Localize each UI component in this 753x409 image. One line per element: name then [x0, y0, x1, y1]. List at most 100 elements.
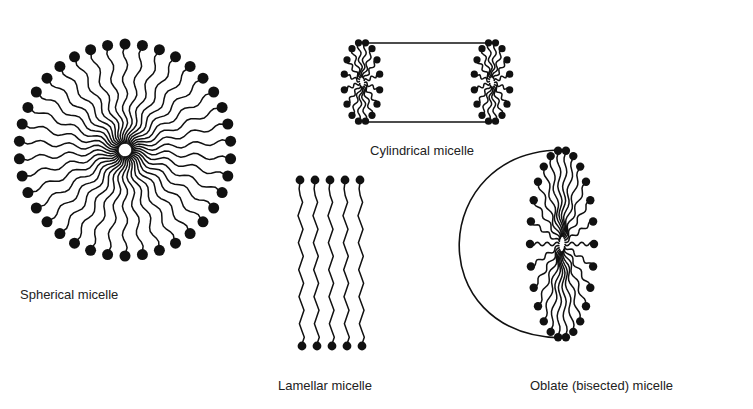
- polar-head: [473, 56, 480, 63]
- hydrophobic-tail: [298, 182, 304, 344]
- hydrophobic-tail: [131, 152, 222, 192]
- polar-head: [506, 86, 513, 93]
- hydrophobic-tail: [328, 182, 334, 344]
- polar-head: [85, 44, 96, 55]
- micelle-label: Spherical micelle: [20, 287, 118, 303]
- polar-head: [530, 284, 538, 292]
- polar-head: [69, 51, 80, 62]
- hydrophobic-tail: [565, 246, 594, 267]
- polar-head: [582, 178, 590, 186]
- polar-head: [198, 216, 209, 227]
- polar-head: [17, 119, 28, 130]
- polar-head: [503, 101, 510, 108]
- polar-head: [376, 71, 383, 78]
- hydrophobic-tail: [128, 156, 176, 244]
- polar-head: [14, 136, 25, 147]
- hydrophobic-tail: [363, 49, 373, 78]
- polar-head: [341, 86, 348, 93]
- polar-head: [154, 44, 165, 55]
- polar-head: [498, 45, 505, 52]
- polar-head: [326, 176, 335, 185]
- polar-head: [355, 118, 362, 125]
- hydrophobic-tail: [534, 200, 560, 240]
- hydrophobic-tail: [530, 242, 559, 246]
- polar-head: [198, 73, 209, 84]
- polar-head: [362, 118, 369, 125]
- polar-head: [170, 238, 181, 249]
- polar-head: [492, 39, 499, 46]
- hydrophobic-tail: [28, 107, 119, 147]
- polar-head: [298, 342, 307, 351]
- micelle-label: Lamellar micelle: [278, 378, 372, 394]
- polar-head: [225, 136, 236, 147]
- hydrophobic-tail: [129, 155, 190, 234]
- polar-head: [102, 40, 113, 51]
- polar-head: [137, 40, 148, 51]
- polar-head: [222, 119, 233, 130]
- polar-head: [31, 87, 42, 98]
- polar-head: [222, 171, 233, 182]
- polar-head: [69, 238, 80, 249]
- polar-head: [22, 187, 33, 198]
- polar-head: [217, 187, 228, 198]
- polar-head: [185, 61, 196, 72]
- polar-head: [42, 73, 53, 84]
- polar-head: [471, 86, 478, 93]
- hydrophobic-tail: [107, 45, 124, 143]
- hydrophobic-tail: [47, 154, 120, 222]
- polar-head: [311, 176, 320, 185]
- polar-head: [362, 39, 369, 46]
- polar-head: [485, 39, 492, 46]
- polar-head: [547, 328, 555, 336]
- polar-head: [170, 51, 181, 62]
- hydrophobic-tail: [565, 222, 594, 243]
- hydrophobic-tail: [28, 153, 119, 193]
- polar-head: [376, 86, 383, 93]
- hydrophobic-tail: [75, 156, 123, 244]
- polar-head: [530, 196, 538, 204]
- polar-head: [589, 262, 597, 270]
- hydrophobic-tail: [19, 150, 118, 161]
- polar-head: [120, 39, 131, 50]
- polar-head: [17, 171, 28, 182]
- hydrophobic-tail: [565, 242, 594, 246]
- polar-head: [54, 61, 65, 72]
- polar-head: [355, 39, 362, 46]
- polar-head: [534, 178, 542, 186]
- hydrophobic-tail: [131, 140, 230, 151]
- polar-head: [341, 71, 348, 78]
- polar-head: [31, 203, 42, 214]
- micelle-label: Cylindrical micelle: [370, 143, 474, 159]
- hydrophobic-tail: [561, 252, 567, 338]
- polar-head: [343, 56, 350, 63]
- polar-head: [154, 245, 165, 256]
- polar-head: [485, 118, 492, 125]
- hydrophobic-tail: [482, 86, 492, 115]
- polar-head: [506, 71, 513, 78]
- polar-head: [22, 102, 33, 113]
- polar-head: [586, 196, 594, 204]
- polar-head: [478, 112, 485, 119]
- polar-head: [217, 102, 228, 113]
- oblate-outline: [459, 150, 562, 338]
- hydrophobic-tail: [60, 66, 121, 145]
- hydrophobic-tail: [131, 149, 230, 160]
- polar-head: [368, 112, 375, 119]
- polar-head: [540, 162, 548, 170]
- polar-head: [554, 333, 562, 341]
- polar-head: [373, 56, 380, 63]
- polar-head: [102, 249, 113, 260]
- polar-head: [368, 45, 375, 52]
- hydrophobic-tail: [493, 49, 503, 78]
- polar-head: [185, 228, 196, 239]
- polar-head: [14, 153, 25, 164]
- polar-head: [42, 216, 53, 227]
- polar-head: [471, 71, 478, 78]
- polar-head: [503, 56, 510, 63]
- polar-head: [569, 152, 577, 160]
- hydrophobic-tail: [75, 57, 123, 145]
- hydrophobic-tail: [343, 182, 349, 344]
- polar-head: [540, 317, 548, 325]
- polar-head: [225, 153, 236, 164]
